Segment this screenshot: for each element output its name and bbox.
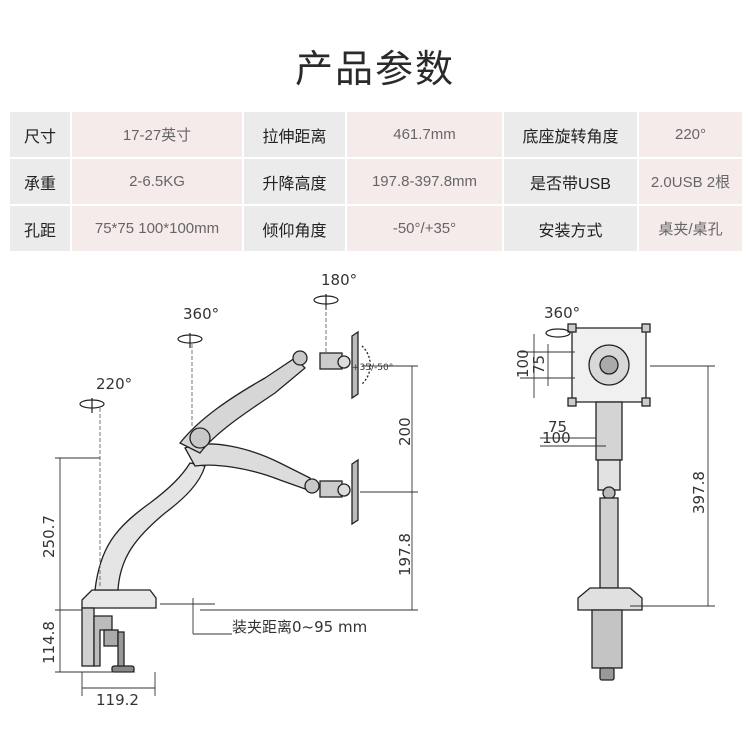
spec-value: -50°/+35° xyxy=(345,204,504,253)
spec-label: 是否带USB xyxy=(502,157,639,206)
front-rot-label: 360° xyxy=(544,304,580,322)
diagram-svg: 220° 360° 180° +35/-50° 250.7 114.8 119.… xyxy=(40,271,715,709)
spec-label: 升降高度 xyxy=(242,157,347,206)
spec-label: 尺寸 xyxy=(8,110,72,159)
spec-value: 17-27英寸 xyxy=(70,110,244,159)
dim-100h: 100 xyxy=(542,429,571,447)
spec-value: 197.8-397.8mm xyxy=(345,157,504,206)
tilt-label: +35/-50° xyxy=(352,363,393,373)
dim-100v: 100 xyxy=(514,349,532,378)
side-view xyxy=(81,330,371,673)
front-view xyxy=(567,323,651,681)
dim-200: 200 xyxy=(396,417,414,446)
dim-114: 114.8 xyxy=(40,621,58,664)
dim-397: 397.8 xyxy=(690,471,708,514)
spec-label: 拉伸距离 xyxy=(242,110,347,159)
spec-row: 孔距 75*75 100*100mm 倾仰角度 -50°/+35° 安装方式 桌… xyxy=(8,204,744,253)
clamp-icon xyxy=(81,589,157,673)
spec-label: 倾仰角度 xyxy=(242,204,347,253)
rot-top-label: 180° xyxy=(321,271,357,289)
base-riser xyxy=(94,462,206,591)
clamp-range-label: 装夹距离0~95 mm xyxy=(232,618,367,636)
dim-119: 119.2 xyxy=(96,691,139,709)
rotation-icon xyxy=(79,294,339,413)
spec-value: 2.0USB 2根 xyxy=(637,157,744,206)
spec-value: 桌夹/桌孔 xyxy=(637,204,744,253)
dimension-diagram: 220° 360° 180° +35/-50° 250.7 114.8 119.… xyxy=(0,258,750,732)
spec-label: 孔距 xyxy=(8,204,72,253)
spec-row: 承重 2-6.5KG 升降高度 197.8-397.8mm 是否带USB 2.0… xyxy=(8,157,744,206)
spec-value: 461.7mm xyxy=(345,110,504,159)
spec-label: 底座旋转角度 xyxy=(502,110,639,159)
spec-label: 承重 xyxy=(8,157,72,206)
dim-250: 250.7 xyxy=(40,515,58,558)
spec-label: 安装方式 xyxy=(502,204,639,253)
rotation-icon xyxy=(545,328,571,338)
dimension-lines-front xyxy=(520,334,715,607)
spec-value: 2-6.5KG xyxy=(70,157,244,206)
spec-value: 220° xyxy=(637,110,744,159)
spec-row: 尺寸 17-27英寸 拉伸距离 461.7mm 底座旋转角度 220° xyxy=(8,110,744,159)
spec-table: 尺寸 17-27英寸 拉伸距离 461.7mm 底座旋转角度 220° 承重 2… xyxy=(8,110,744,253)
guide-lines xyxy=(99,306,327,588)
dimension-lines xyxy=(55,365,418,696)
rot-mid-label: 360° xyxy=(183,305,219,323)
page-title: 产品参数 xyxy=(294,47,455,91)
dim-197: 197.8 xyxy=(396,533,414,576)
dim-75v: 75 xyxy=(530,355,548,374)
spec-value: 75*75 100*100mm xyxy=(70,204,244,253)
dim-75h: 75 xyxy=(548,418,567,436)
rot-base-label: 220° xyxy=(96,375,132,393)
